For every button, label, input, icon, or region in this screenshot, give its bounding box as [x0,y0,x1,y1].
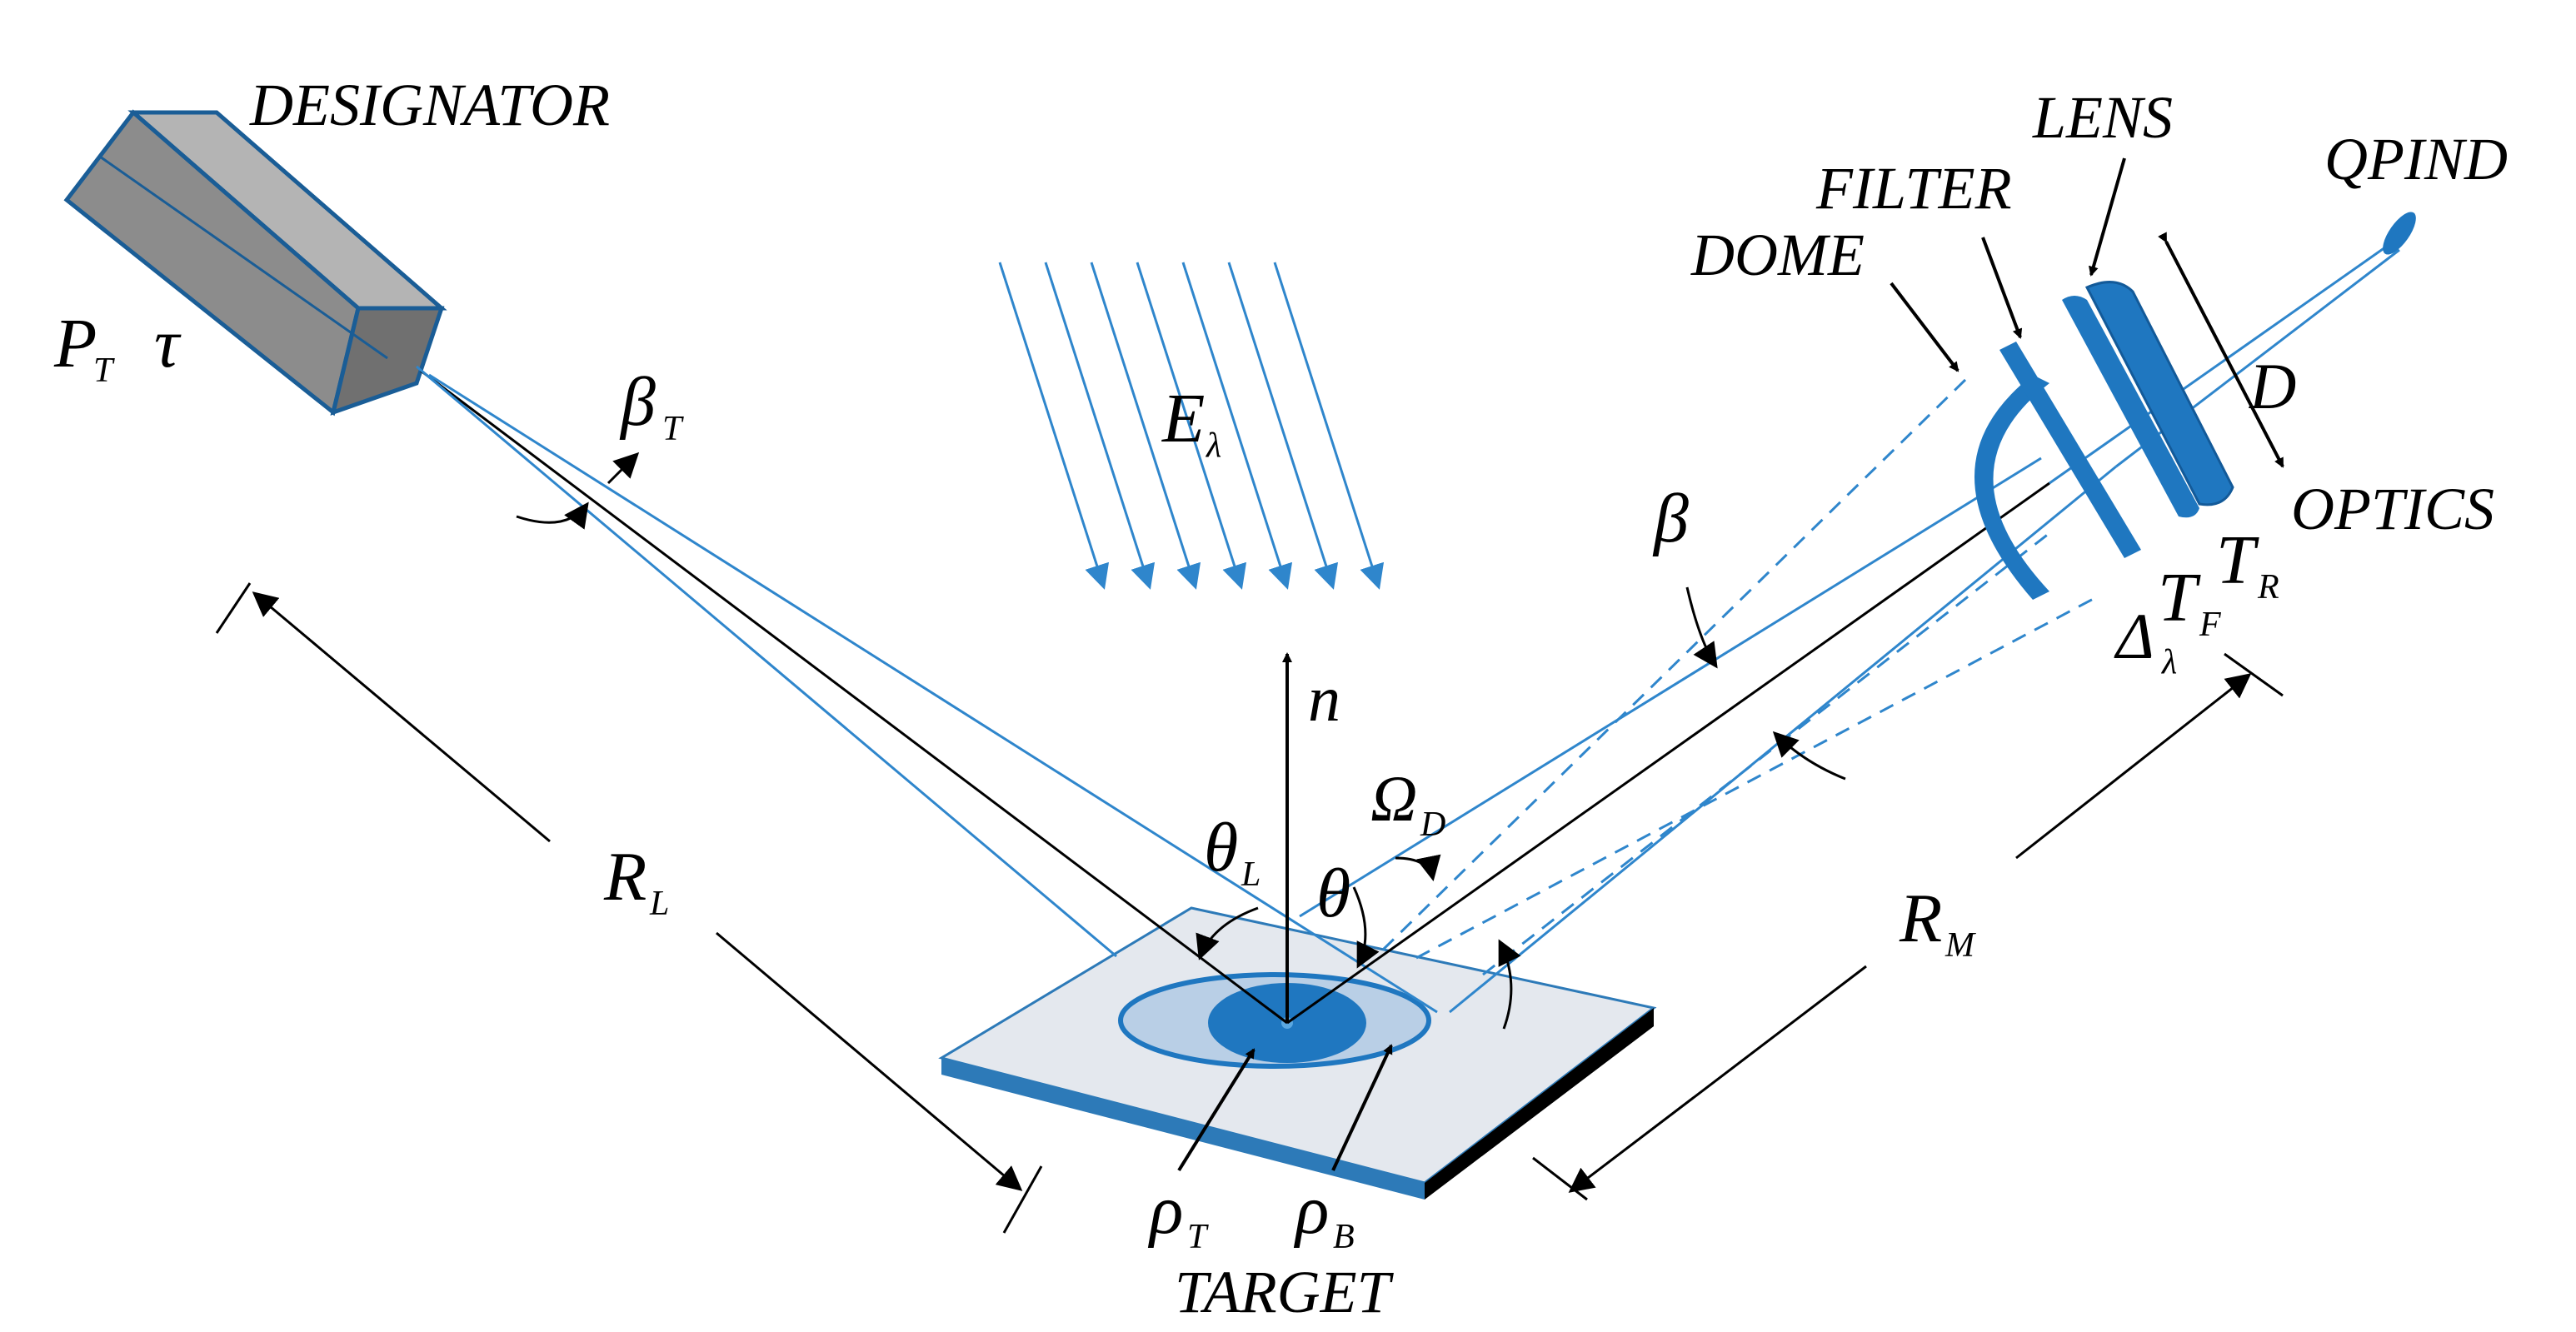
rho-b-pointer-arrow [1331,1044,1393,1171]
tau-label: τ [154,305,182,382]
reflected-beams [1286,236,2400,1025]
theta-l-arc [1196,906,1259,960]
designator-device [63,109,447,417]
symbol-t-f: T F [2158,559,2221,644]
svg-text:ρ: ρ [1147,1171,1183,1249]
svg-text:L: L [1241,856,1261,894]
symbol-beta-t: β T [619,363,684,448]
qpind-label: QPIND [2324,126,2508,192]
laser-beam-incident [416,365,1438,1025]
dome-element [1974,375,2049,600]
symbol-t-r: T R [2216,521,2279,606]
svg-text:θ: θ [1204,809,1238,886]
filter-element [1999,342,2141,558]
svg-text:L: L [649,885,669,923]
omega-d-arc [1395,854,1441,881]
svg-text:R: R [2257,568,2279,606]
svg-text:D: D [1420,806,1445,844]
aperture-d-label: D [2249,350,2296,422]
svg-text:λ: λ [2160,643,2177,681]
svg-text:T: T [2216,521,2259,599]
svg-text:λ: λ [1205,427,1221,465]
annotation-arrows [1177,157,2284,1172]
theta-arc [1352,886,1380,969]
theta-label: θ [1316,855,1350,932]
dome-label: DOME [1690,222,1865,288]
svg-text:B: B [1333,1218,1355,1256]
angle-arcs [516,451,1846,1030]
symbol-rho-t: ρ T [1147,1171,1209,1256]
beta-arc [1685,586,1718,669]
aperture-diameter-arrow [2158,232,2284,468]
svg-text:R: R [603,838,646,915]
filter-label: FILTER [1815,155,2012,222]
svg-text:P: P [53,305,97,382]
svg-text:T: T [2158,559,2201,636]
symbol-omega-d: Ω D [1370,762,1445,844]
range-rm-arrow-lower [1568,965,1867,1193]
svg-text:Δ: Δ [2114,600,2154,672]
normal-n-label: n [1308,662,1340,735]
range-rl-arrow-upper [252,591,551,843]
symbol-rho-b: ρ B [1293,1171,1355,1256]
filter-pointer-arrow [1981,237,2023,339]
optics-angle-arc [1772,731,1846,781]
dome-pointer-arrow [1890,282,1959,372]
symbol-e-lambda: E λ [1161,380,1221,465]
symbol-theta-l: θ L [1204,809,1261,894]
target-plate [938,906,1657,1200]
lens-pointer-arrow [2088,157,2126,277]
svg-text:F: F [2199,606,2221,644]
svg-text:Ω: Ω [1370,762,1417,835]
range-dimensions [215,582,2284,1234]
svg-text:E: E [1161,380,1205,457]
svg-text:β: β [619,363,656,441]
target-angle-arc [1498,939,1521,1030]
rho-t-pointer-arrow [1177,1048,1256,1172]
optics-label: OPTICS [2291,476,2494,542]
symbol-p-t: P T [53,305,115,390]
beta-label: β [1652,480,1689,557]
svg-text:R: R [1899,880,1942,957]
range-rl-arrow-lower [716,931,1023,1191]
beta-t-arc [516,501,589,530]
svg-text:M: M [1944,926,1976,965]
range-rm-arrow-upper [2015,673,2252,860]
svg-text:T: T [662,410,684,448]
symbol-r-m: R M [1899,880,1976,965]
symbol-delta-lambda: Δ λ [2114,600,2177,681]
svg-text:ρ: ρ [1293,1171,1329,1249]
target-label: TARGET [1175,1259,1395,1325]
symbol-r-l: R L [603,838,669,923]
svg-text:T: T [1187,1218,1209,1256]
svg-text:T: T [93,352,115,390]
lens-label: LENS [2032,84,2173,151]
qpind-detector [2383,212,2416,255]
designator-label: DESIGNATOR [249,72,610,138]
solar-irradiance-rays [998,262,1385,590]
